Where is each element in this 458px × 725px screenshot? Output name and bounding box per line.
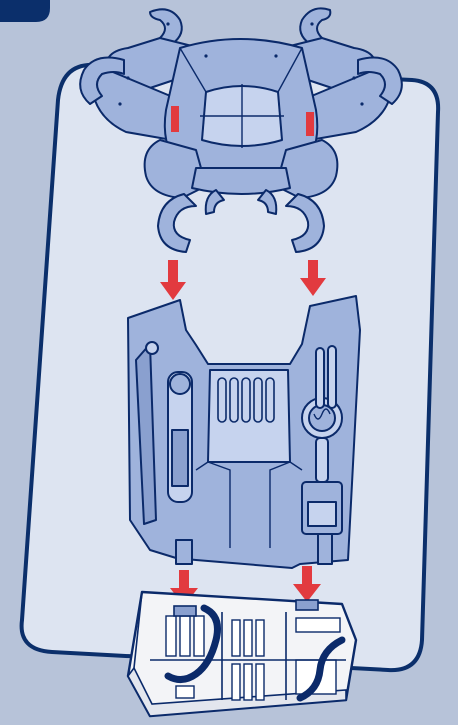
harness-right-peg-arrow bbox=[306, 112, 314, 136]
backpack-vents bbox=[218, 378, 274, 422]
corner-tab bbox=[0, 0, 50, 22]
base-frame-left-socket-icon bbox=[174, 606, 196, 616]
base-frame bbox=[128, 592, 356, 716]
harness-left-peg-arrow bbox=[171, 106, 179, 132]
harness-bottom-plate-icon bbox=[192, 168, 290, 194]
base-frame-right-socket-icon bbox=[296, 600, 318, 610]
backpack-port-icon bbox=[146, 342, 158, 354]
